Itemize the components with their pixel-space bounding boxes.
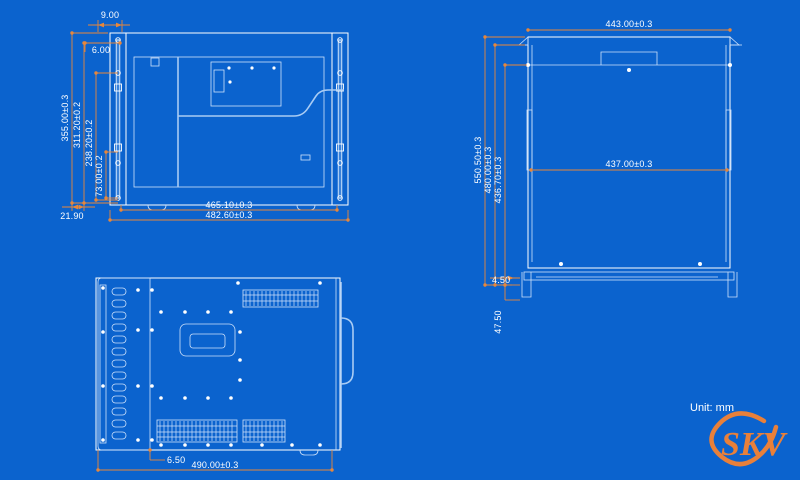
bottom-screw-dot (101, 286, 105, 290)
side-foot-right (727, 272, 738, 298)
dim-label-4750: 47.50 (493, 310, 503, 334)
ear-square-hole (336, 143, 344, 152)
logo-text: SKV (721, 426, 788, 463)
front-left-ear-slot (115, 39, 121, 199)
dim-label-450: 4.50 (492, 275, 510, 285)
ear-hole (115, 37, 121, 43)
dim-label-6: 6.00 (92, 45, 110, 55)
dim-label-436: 436.70±0.3 (493, 157, 503, 204)
side-dot (698, 262, 702, 266)
ear-square-hole (336, 83, 344, 92)
bottom-slot-column (111, 287, 127, 440)
front-right-rack-ear (331, 32, 349, 206)
side-dot (559, 262, 563, 266)
front-led-dot (250, 66, 254, 70)
dim-label-21: 21.90 (60, 211, 84, 221)
ear-square-hole (114, 83, 122, 92)
dim-label-465: 465.10±0.3 (206, 200, 253, 210)
bottom-screw-dot (101, 330, 105, 334)
dim-front-9: 9.00 (88, 10, 130, 32)
side-dot (728, 63, 732, 67)
unit-label: Unit: mm (690, 402, 734, 414)
side-top-right-flange (729, 36, 741, 46)
bottom-screw-grid (136, 281, 322, 447)
dim-label-650: 6.50 (167, 455, 185, 465)
dim-side-4750: 47.50 (493, 283, 520, 334)
dim-front-73: 73.00±0.2 (94, 150, 118, 200)
front-foot-notch (147, 204, 167, 211)
dim-label-490: 490.00±0.3 (192, 460, 239, 470)
dim-label-73: 73.00±0.2 (94, 155, 104, 197)
dim-front-311: 311.20±0.2 (72, 41, 118, 205)
bottom-outer-body (95, 277, 341, 451)
dim-front-465: 465.10±0.3 (119, 200, 339, 212)
front-sub-module (210, 61, 282, 107)
front-sub-module-slot (213, 69, 225, 93)
dim-label-311: 311.20±0.2 (72, 102, 82, 148)
dim-side-437: 437.00±0.3 (529, 159, 729, 172)
ear-hole (337, 160, 343, 166)
dim-front-238: 238.20±0.2 (84, 71, 118, 202)
bottom-vent-right (242, 419, 286, 443)
front-led-dot (227, 66, 231, 70)
front-port (300, 154, 311, 161)
dim-front-21: 21.90 (60, 203, 95, 221)
bottom-bracket-slot (99, 284, 107, 444)
dim-label-443: 443.00±0.3 (606, 19, 653, 29)
dim-label-238: 238.20±0.2 (84, 120, 94, 167)
side-view: 443.00±0.3 437.00±0.3 550.50±0.3 480.00±… (473, 19, 742, 334)
ear-square-hole (114, 143, 122, 152)
dim-side-443: 443.00±0.3 (526, 19, 732, 32)
side-top-left-flange (517, 36, 529, 46)
front-led-dot (272, 66, 276, 70)
bottom-vent-top (242, 289, 319, 308)
front-foot-notch (296, 204, 316, 211)
side-dot (526, 63, 530, 67)
skv-logo: SKV (709, 411, 788, 467)
ear-hole (337, 37, 343, 43)
bottom-screw-dot (101, 438, 105, 442)
front-indicator-square (150, 57, 160, 67)
dim-side-436: 436.70±0.3 (493, 63, 527, 287)
bottom-handle-inner (189, 333, 226, 349)
dim-label-437: 437.00±0.3 (606, 159, 653, 169)
bottom-view: 6.50 490.00±0.3 (95, 277, 354, 472)
side-base-plate (523, 271, 735, 281)
dim-bottom-650: 6.50 (148, 448, 185, 465)
front-curved-divider (178, 89, 344, 117)
side-outer-body (527, 36, 731, 269)
dim-label-355: 355.00±0.3 (60, 95, 70, 142)
front-inner-panel (133, 56, 325, 188)
front-view: 9.00 6.00 355.00±0.3 311.20±0.2 (60, 10, 350, 222)
front-led-dot (228, 80, 232, 84)
bottom-right-handle (340, 317, 354, 385)
bottom-screw-dot (101, 384, 105, 388)
bottom-center-handle (179, 323, 236, 357)
side-dot (627, 68, 631, 72)
ear-hole (115, 160, 121, 166)
side-foot-left (521, 272, 532, 298)
front-right-ear-slot (337, 39, 343, 199)
dim-label-550: 550.50±0.3 (473, 137, 483, 184)
ear-hole (337, 70, 343, 76)
ear-hole (337, 195, 343, 201)
dim-front-482: 482.60±0.3 (108, 210, 350, 222)
dim-label-9: 9.00 (101, 10, 119, 20)
front-outer-body (109, 32, 349, 206)
dim-side-450: 4.50 (490, 275, 520, 285)
side-top-handle (600, 51, 658, 65)
dim-bottom-490: 490.00±0.3 (96, 450, 334, 472)
bottom-vent-left (156, 419, 238, 443)
dim-side-480: 480.00±0.3 (483, 43, 525, 287)
bottom-foot-notch (299, 449, 319, 456)
dim-label-482: 482.60±0.3 (206, 210, 253, 220)
dim-label-480: 480.00±0.3 (483, 147, 493, 194)
front-left-rack-ear (109, 32, 127, 206)
